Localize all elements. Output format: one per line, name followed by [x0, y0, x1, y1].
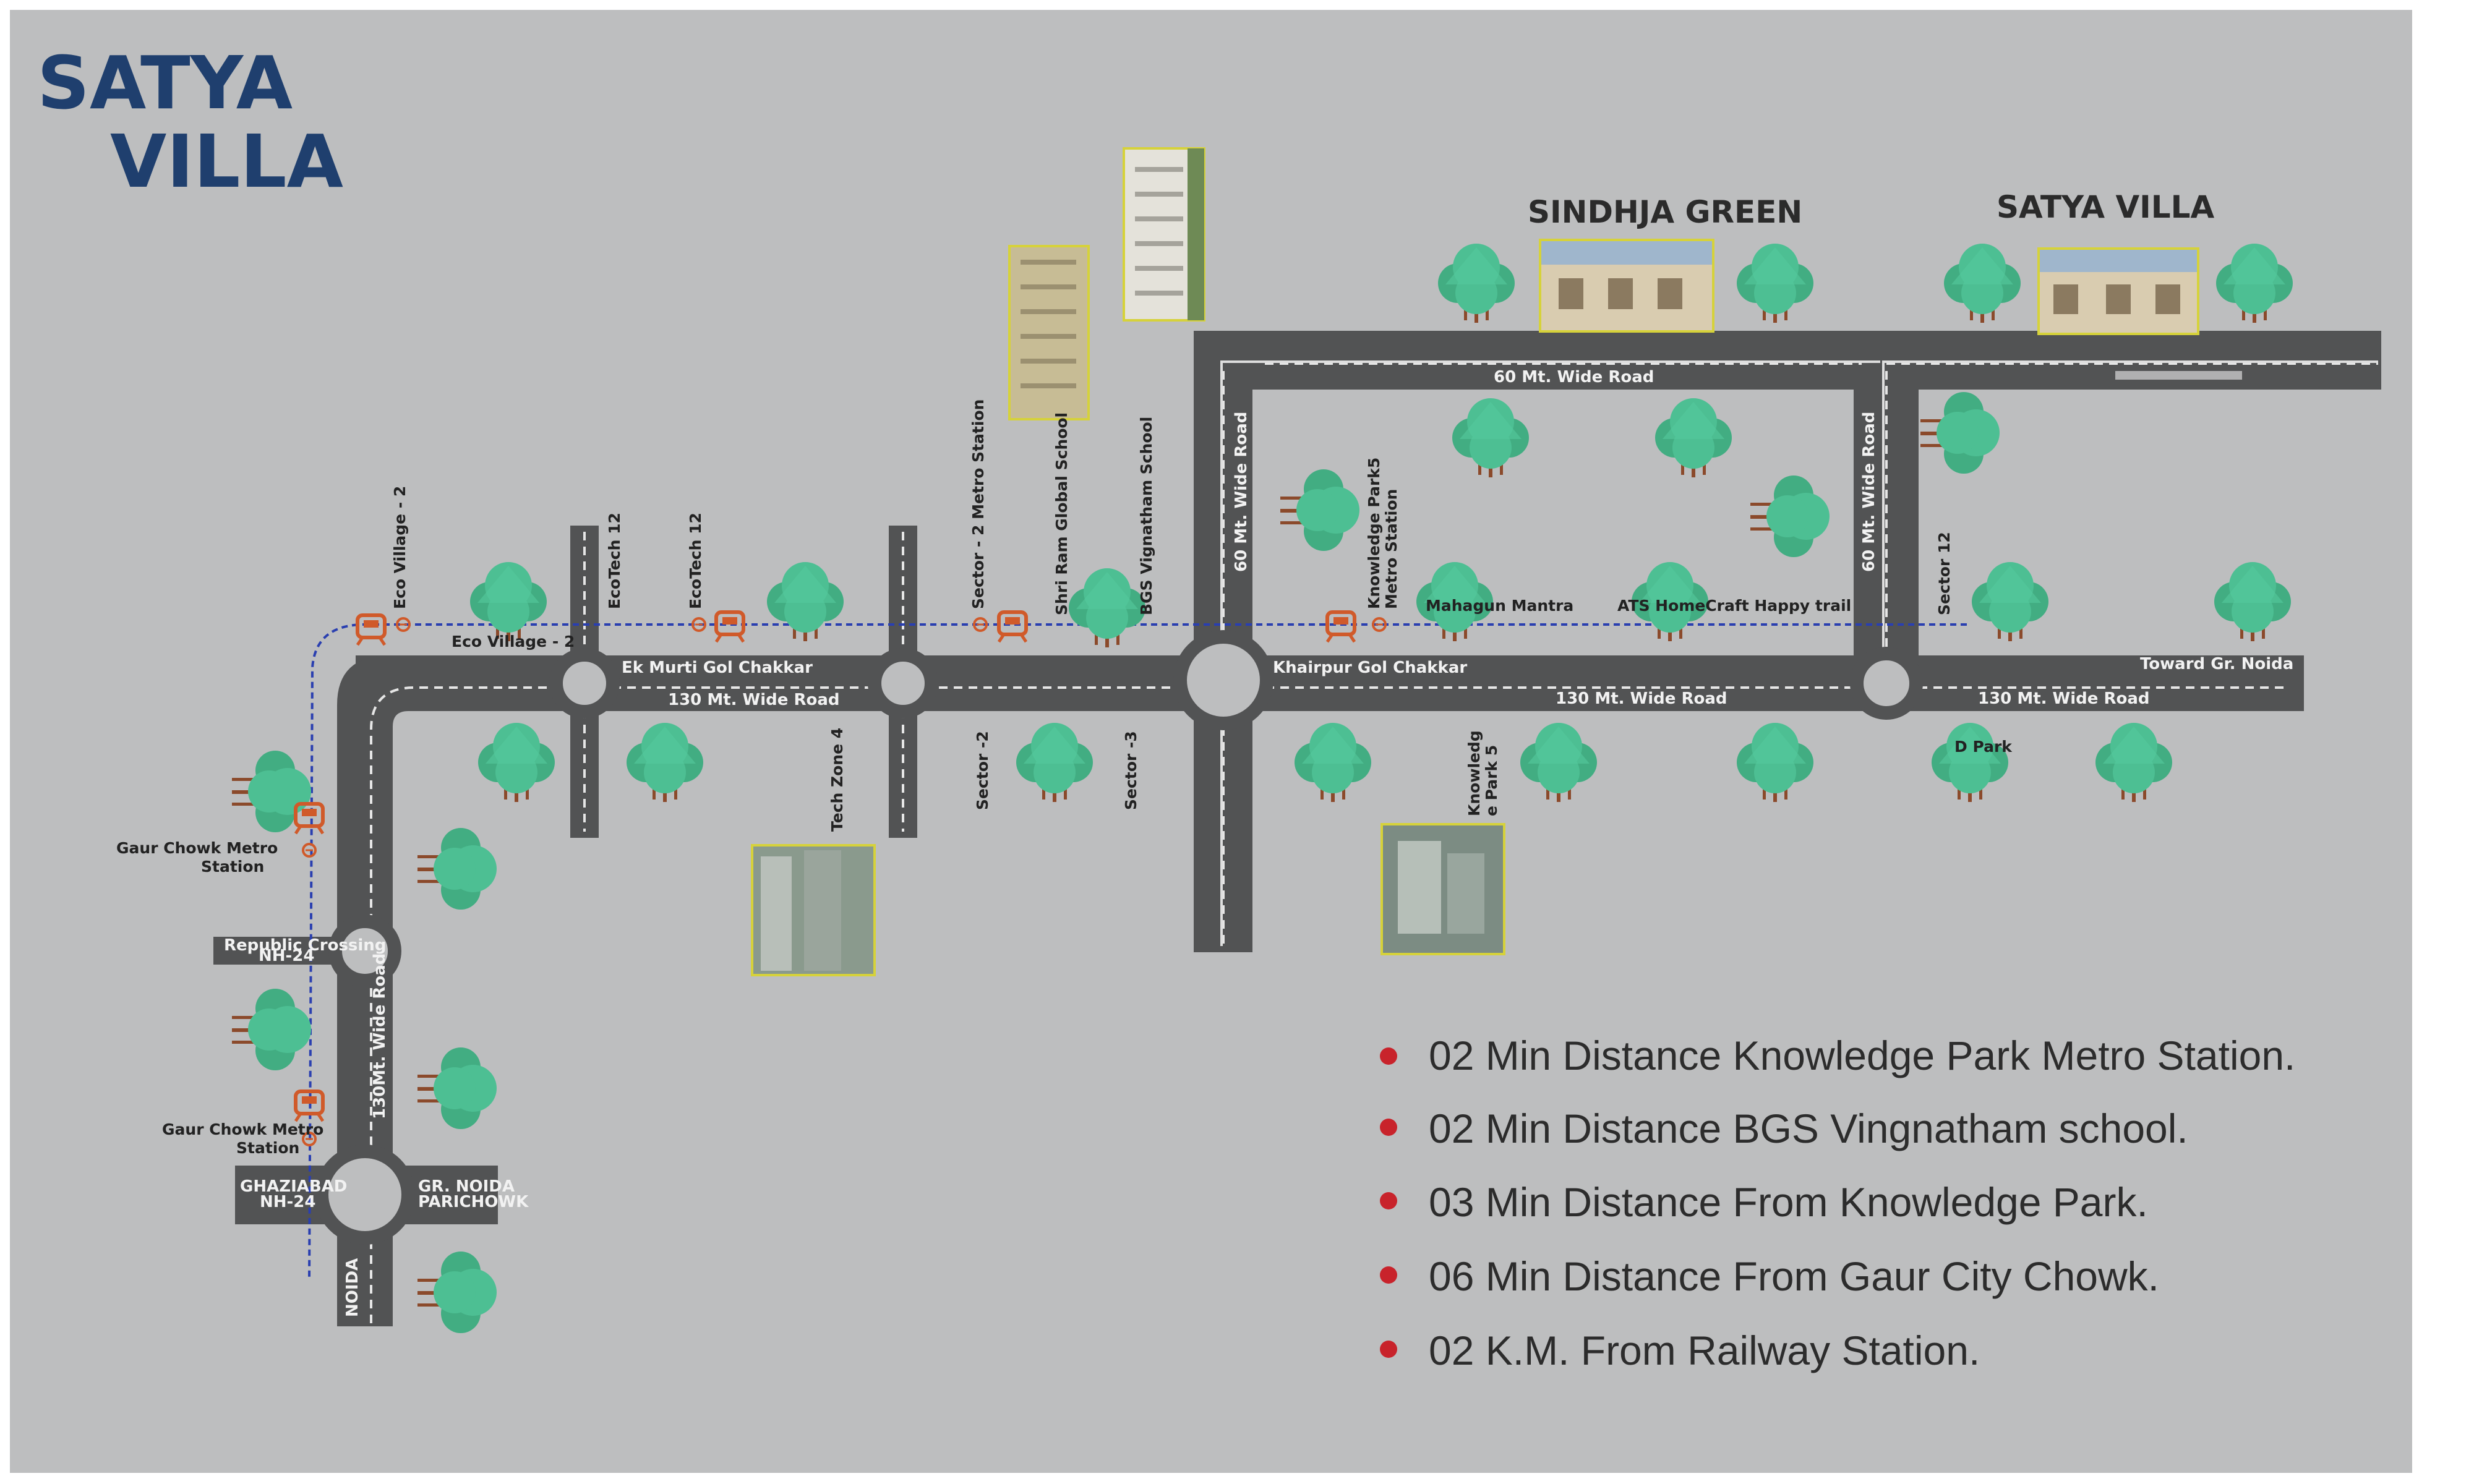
label-mahagun-mantra: Mahagun Mantra — [1426, 597, 1573, 615]
road-label-60m-vertical-2: 60 Mt. Wide Road — [1860, 412, 1878, 572]
label-kp5-metro-2: Metro Station — [1382, 489, 1400, 609]
label-kp5-a: Knowledg — [1465, 730, 1483, 816]
road-label-toward-gr-noida: Toward Gr. Noida — [2140, 655, 2293, 673]
building-photo-techzone — [751, 844, 876, 976]
road-label-60m-right-blur — [2115, 371, 2242, 380]
highlights-list: 02 Min Distance Knowledge Park Metro Sta… — [1380, 1033, 2295, 1373]
highlight-2: 02 Min Distance BGS Vingnatham school. — [1429, 1106, 2188, 1151]
label-republic-crossing-2: NH-24 — [259, 947, 315, 965]
bullet-3 — [1380, 1192, 1397, 1209]
label-eco-village-2-vertical: Eco Village - 2 — [391, 486, 409, 609]
roundabouts — [315, 630, 1923, 1245]
road-label-130m-b: 130 Mt. Wide Road — [1556, 689, 1727, 708]
building-photo-tall-2 — [1123, 147, 1205, 322]
label-ecotech-12-b: EcoTech 12 — [687, 513, 704, 609]
highlight-4: 06 Min Distance From Gaur City Chowk. — [1429, 1253, 2159, 1299]
label-sector-2-metro: Sector - 2 Metro Station — [969, 399, 987, 609]
label-sector-2: Sector -2 — [974, 731, 991, 810]
satya-villa-photo — [2037, 247, 2199, 335]
road-label-130m-a: 130 Mt. Wide Road — [668, 691, 839, 709]
road-label-130m-vertical: 130Mt. Wide Road — [370, 953, 389, 1119]
label-sector-12: Sector 12 — [1935, 532, 1953, 615]
label-gaur-chowk-metro-2b: Station — [236, 1139, 299, 1157]
landmark-labels: Eco Village - 2 Eco Village - 2 EcoTech … — [116, 399, 2013, 1211]
highlight-1: 02 Min Distance Knowledge Park Metro Sta… — [1429, 1033, 2295, 1078]
label-shri-ram-school: Shri Ram Global School — [1053, 412, 1071, 615]
junction-ek-murti: Ek Murti Gol Chakkar — [622, 659, 813, 677]
road-label-60m-top: 60 Mt. Wide Road — [1494, 368, 1654, 386]
label-bgs-school: BGS Vignatham School — [1137, 417, 1155, 615]
road-label-60m-vertical-1: 60 Mt. Wide Road — [1232, 412, 1251, 572]
label-sector-3: Sector -3 — [1122, 731, 1140, 810]
road-label-130m-c: 130 Mt. Wide Road — [1978, 689, 2149, 708]
highlight-5: 02 K.M. From Railway Station. — [1429, 1328, 1980, 1373]
label-eco-village-2: Eco Village - 2 — [452, 633, 575, 650]
label-ats-homecraft: ATS HomeCraft Happy trail — [1617, 597, 1851, 615]
brand-title-line2: VILLA — [110, 119, 343, 204]
sindhja-green-heading: SINDHJA GREEN — [1528, 194, 1802, 230]
label-republic-crossing-1: Republic Crossing — [224, 936, 386, 955]
sindhja-green-photo — [1539, 239, 1714, 333]
road-edges — [1220, 360, 2378, 946]
bullet-4 — [1380, 1266, 1397, 1284]
label-gaur-chowk-metro-1a: Gaur Chowk Metro — [116, 839, 278, 857]
brand-title-line1: SATYA — [37, 40, 293, 126]
bullet-5 — [1380, 1341, 1397, 1358]
label-gaur-chowk-metro-2a: Gaur Chowk Metro — [162, 1120, 323, 1138]
building-photo-tall-1 — [1008, 245, 1090, 420]
road-label-noida: NOIDA — [343, 1258, 362, 1317]
bullet-2 — [1380, 1119, 1397, 1136]
highlight-3: 03 Min Distance From Knowledge Park. — [1429, 1179, 2148, 1225]
label-tech-zone-4: Tech Zone 4 — [828, 728, 846, 832]
label-gaur-chowk-metro-1b: Station — [201, 858, 264, 876]
label-ghaziabad-1: GHAZIABAD — [240, 1177, 347, 1196]
label-kp5-b: e Park 5 — [1483, 745, 1500, 816]
label-ghaziabad-2: NH-24 — [260, 1193, 316, 1211]
bullet-1 — [1380, 1047, 1397, 1065]
building-photo-kp5 — [1380, 823, 1505, 955]
label-gr-noida-1: GR. NOIDA — [418, 1177, 515, 1196]
metro-line — [308, 623, 1967, 1281]
label-kp5-metro-1: Knowledge Park5 — [1365, 458, 1383, 609]
satya-villa-heading: SATYA VILLA — [1997, 189, 2214, 225]
label-d-park: D Park — [1954, 738, 2013, 756]
label-gr-noida-2: PARICHOWK — [418, 1193, 529, 1211]
label-ecotech-12-a: EcoTech 12 — [606, 513, 623, 609]
junction-khairpur: Khairpur Gol Chakkar — [1273, 659, 1467, 677]
